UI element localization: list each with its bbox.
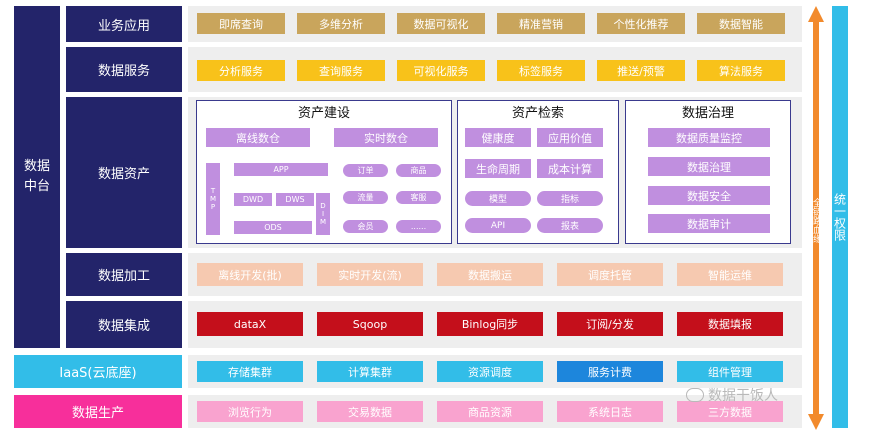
processing-item: 离线开发(批): [197, 263, 303, 286]
iaas-item: 组件管理: [677, 361, 783, 382]
row-label-production: 数据生产: [14, 395, 182, 428]
production-item: 系统日志: [557, 401, 663, 422]
tmp-layer: TMP: [206, 163, 220, 235]
asset-construction-title: 资产建设: [297, 105, 350, 121]
dwd-layer: DWD: [234, 193, 272, 206]
integration-item: Sqoop: [317, 312, 423, 336]
lineage-label: 全链路血缘: [811, 197, 821, 243]
dws-layer: DWS: [276, 193, 314, 206]
production-item: 商品资源: [437, 401, 543, 422]
permission-label: 统一权限: [832, 193, 847, 241]
search-item: 报表: [537, 218, 603, 233]
governance-item: 数据治理: [648, 157, 770, 176]
realtime-warehouse: 实时数仓: [334, 128, 438, 147]
ods-layer: ODS: [234, 221, 312, 234]
search-item: 应用价值: [537, 128, 603, 147]
business-item: 数据智能: [697, 13, 785, 34]
integration-item: 订阅/分发: [557, 312, 663, 336]
service-item: 算法服务: [697, 60, 785, 81]
service-item: 查询服务: [297, 60, 385, 81]
search-item: API: [465, 218, 531, 233]
processing-item: 调度托管: [557, 263, 663, 286]
asset-search-title: 资产检索: [511, 105, 564, 121]
production-item: 三方数据: [677, 401, 783, 422]
processing-item: 数据搬运: [437, 263, 543, 286]
service-item: 可视化服务: [397, 60, 485, 81]
domain-tag: 订单: [343, 164, 388, 177]
service-item: 分析服务: [197, 60, 285, 81]
service-item: 推送/预警: [597, 60, 685, 81]
iaas-item: 资源调度: [437, 361, 543, 382]
integration-item: Binlog同步: [437, 312, 543, 336]
row-label-integration: 数据集成: [66, 301, 182, 348]
business-item: 即席查询: [197, 13, 285, 34]
iaas-item: 服务计费: [557, 361, 663, 382]
permission-bar: 统一权限: [832, 6, 848, 428]
processing-item: 智能运维: [677, 263, 783, 286]
service-item: 标签服务: [497, 60, 585, 81]
business-item: 数据可视化: [397, 13, 485, 34]
integration-item: dataX: [197, 312, 303, 336]
data-middle-platform-label: 数据 中台: [14, 6, 60, 348]
search-item: 模型: [465, 191, 531, 206]
offline-warehouse: 离线数仓: [206, 128, 310, 147]
domain-tag: 商品: [396, 164, 441, 177]
domain-tag: 流量: [343, 191, 388, 204]
search-item: 指标: [537, 191, 603, 206]
data-middle-platform-text: 数据 中台: [23, 159, 50, 194]
search-item: 成本计算: [537, 159, 603, 178]
dim-layer: DIM: [316, 193, 330, 235]
business-item: 精准营销: [497, 13, 585, 34]
row-label-services: 数据服务: [66, 47, 182, 92]
lineage-double-arrow: [808, 6, 824, 430]
data-governance-title: 数据治理: [681, 105, 734, 121]
iaas-item: 存储集群: [197, 361, 303, 382]
production-item: 交易数据: [317, 401, 423, 422]
business-item: 多维分析: [297, 13, 385, 34]
domain-tag: ......: [396, 220, 441, 233]
governance-item: 数据安全: [648, 186, 770, 205]
business-item: 个性化推荐: [597, 13, 685, 34]
iaas-item: 计算集群: [317, 361, 423, 382]
integration-item: 数据填报: [677, 312, 783, 336]
processing-item: 实时开发(流): [317, 263, 423, 286]
wechat-icon: [686, 388, 704, 402]
row-label-iaas: IaaS(云底座): [14, 355, 182, 388]
row-label-processing: 数据加工: [66, 253, 182, 296]
row-label-business: 业务应用: [66, 6, 182, 42]
domain-tag: 会员: [343, 220, 388, 233]
domain-tag: 客服: [396, 191, 441, 204]
app-layer: APP: [234, 163, 328, 176]
governance-item: 数据审计: [648, 214, 770, 233]
production-item: 浏览行为: [197, 401, 303, 422]
watermark-text: 数据干饭人: [708, 387, 778, 403]
governance-item: 数据质量监控: [648, 128, 770, 147]
search-item: 健康度: [465, 128, 531, 147]
search-item: 生命周期: [465, 159, 531, 178]
row-label-assets: 数据资产: [66, 97, 182, 248]
watermark: 数据干饭人: [686, 384, 778, 406]
